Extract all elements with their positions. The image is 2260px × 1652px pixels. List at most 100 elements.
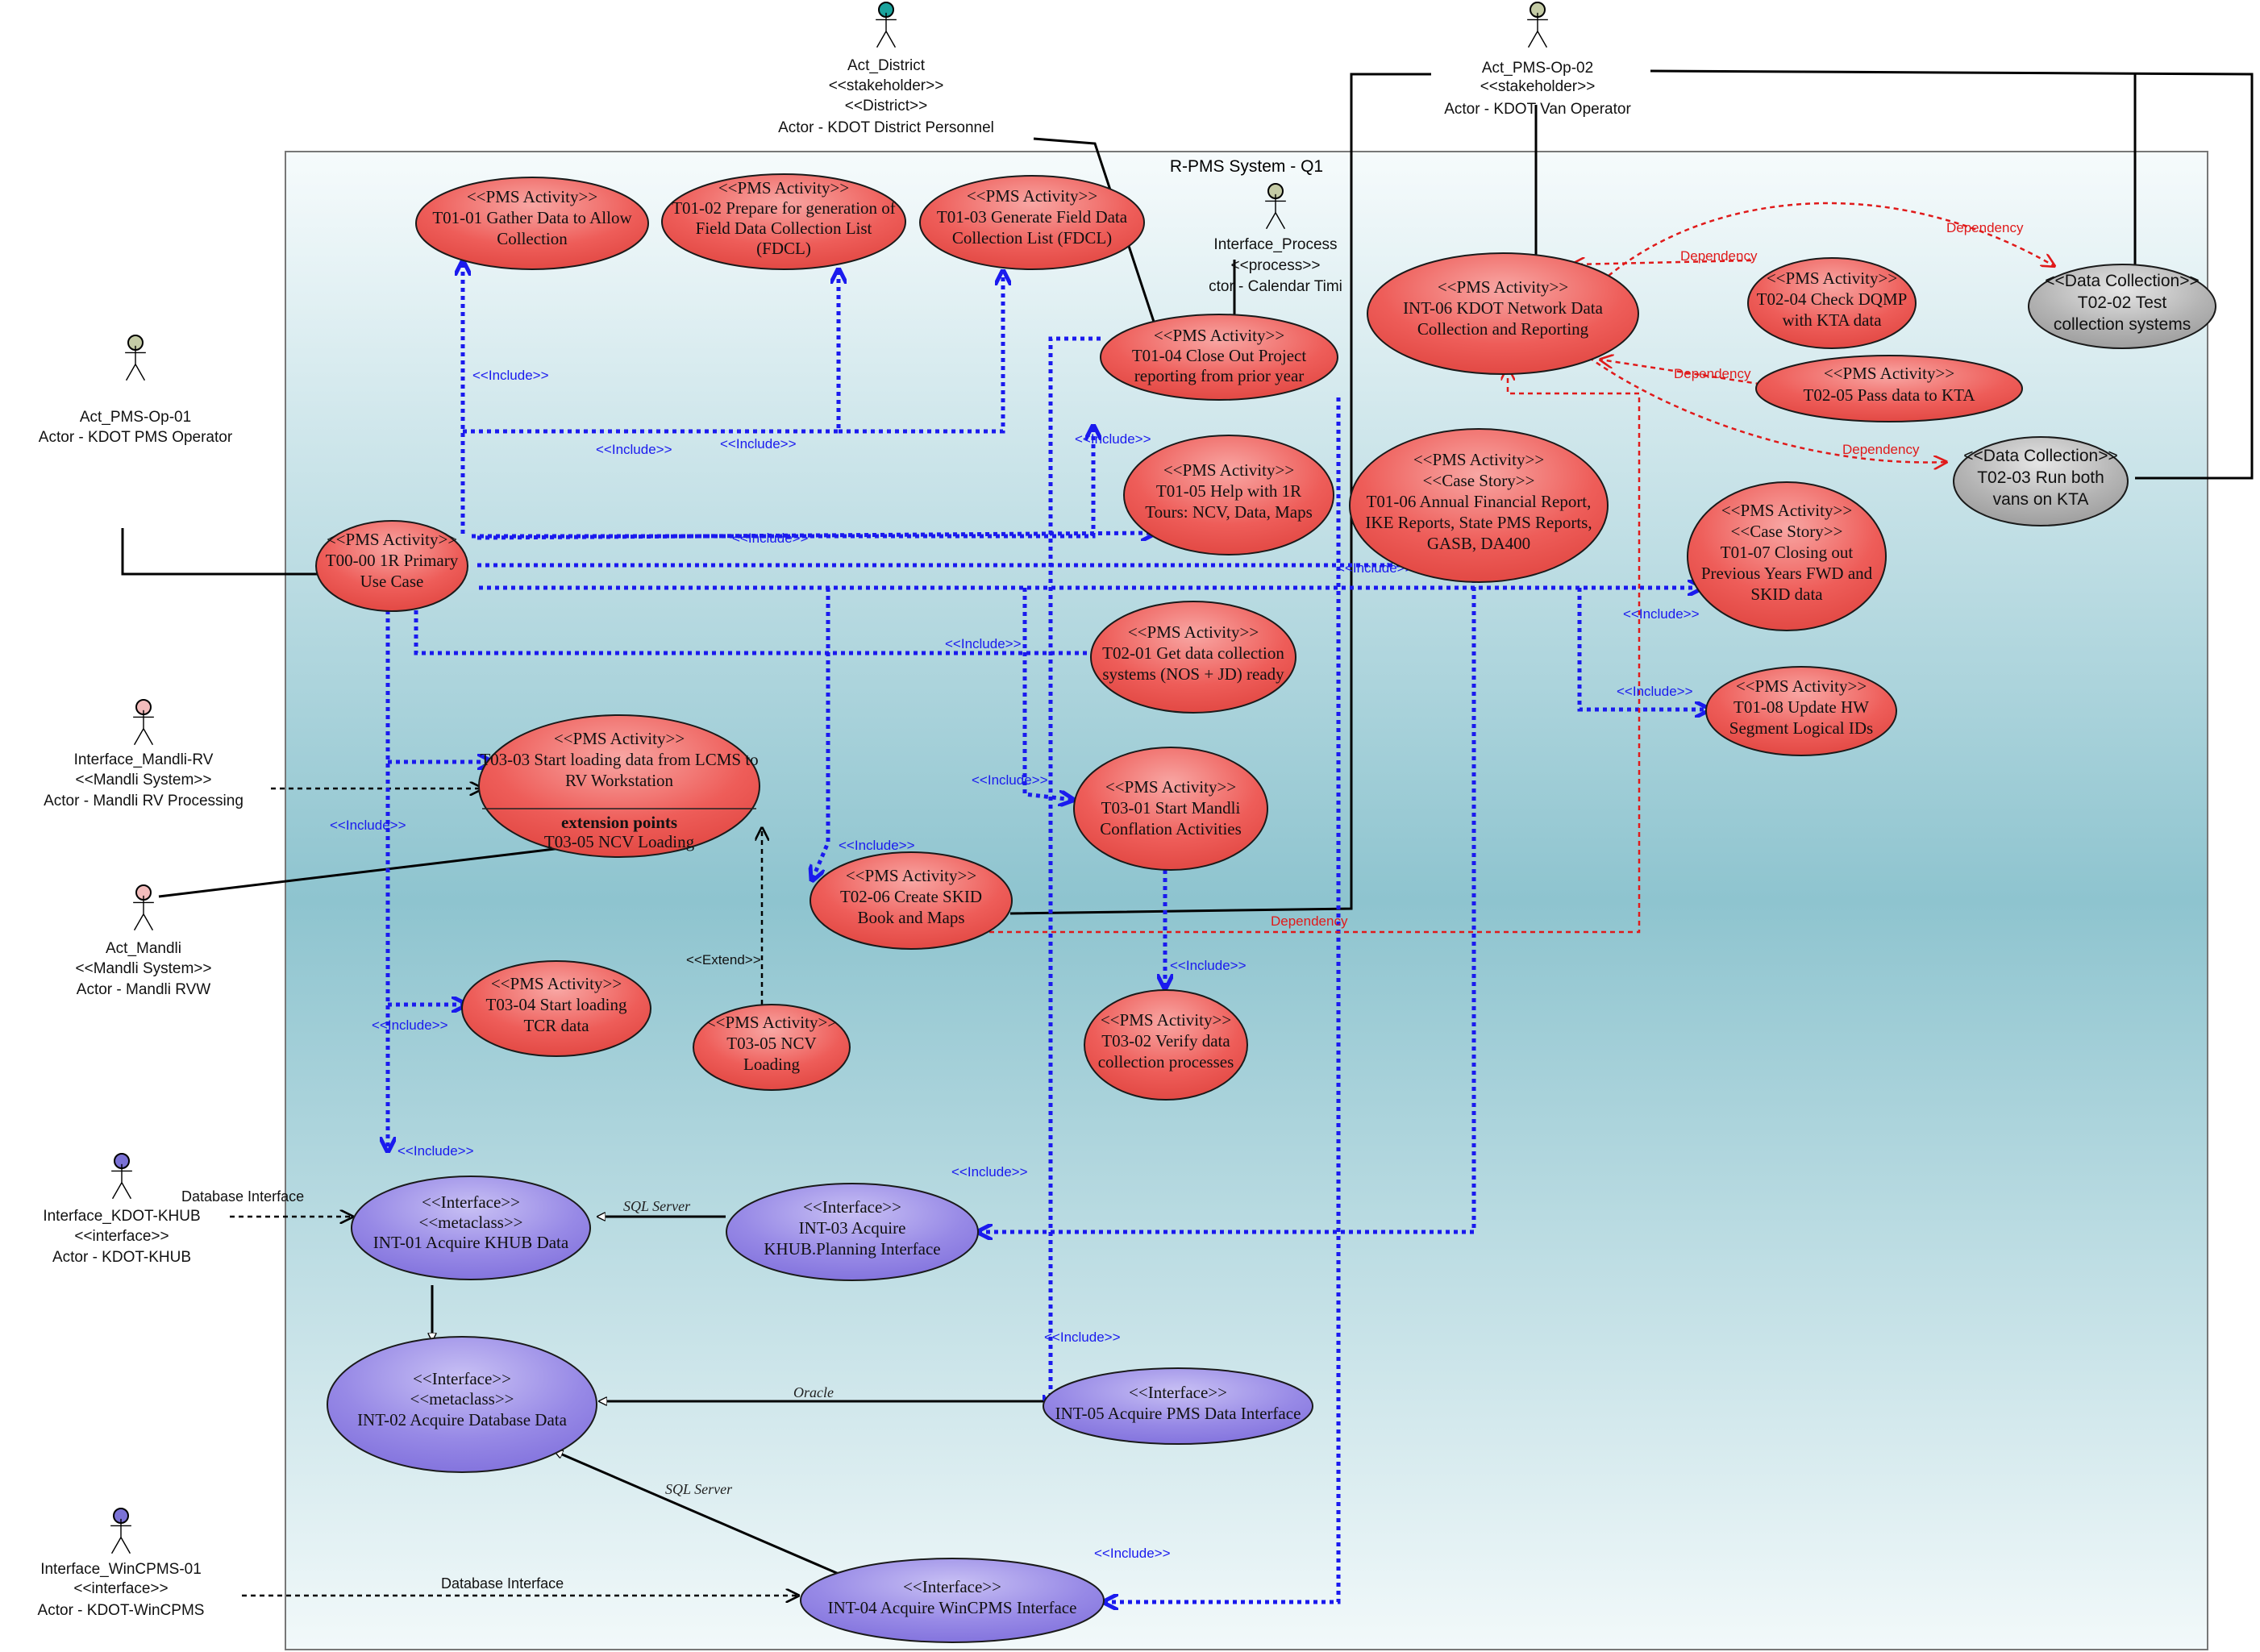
actor-act-mandli[interactable]: Act_Mandli <<Mandli System>> Actor - Man…	[76, 884, 212, 998]
svg-text:Actor - KDOT Van Operator: Actor - KDOT Van Operator	[1444, 101, 1631, 118]
usecase-t01-02[interactable]: <<PMS Activity>> T01-02 Prepare for gene…	[661, 173, 906, 270]
usecase-t01-07[interactable]: <<PMS Activity>> <<Case Story>> T01-07 C…	[1687, 481, 1887, 631]
svg-text:<<PMS Activity>>: <<PMS Activity>>	[1824, 364, 1954, 383]
interface-int-04[interactable]: <<Interface>> INT-04 Acquire WinCPMS Int…	[800, 1558, 1105, 1643]
usecase-t02-03[interactable]: <<Data Collection>> T02-03 Run both vans…	[1953, 436, 2129, 526]
svg-text:T03-04 Start loading: T03-04 Start loading	[486, 995, 627, 1014]
svg-text:Actor - Mandli RV Processing: Actor - Mandli RV Processing	[44, 793, 243, 809]
actor-interface-mandli-rv[interactable]: Interface_Mandli-RV <<Mandli System>> Ac…	[44, 699, 243, 809]
include-label: <<Include>>	[397, 1143, 474, 1159]
svg-text:<<metaclass>>: <<metaclass>>	[410, 1389, 514, 1409]
svg-text:<<PMS Activity>>: <<PMS Activity>>	[1163, 460, 1294, 480]
svg-text:SKID data: SKID data	[1750, 585, 1823, 604]
svg-text:<<PMS Activity>>: <<PMS Activity>>	[1105, 777, 1236, 797]
usecase-t02-01[interactable]: <<PMS Activity>> T02-01 Get data collect…	[1090, 601, 1296, 714]
interface-int-05[interactable]: <<Interface>> INT-05 Acquire PMS Data In…	[1043, 1367, 1313, 1445]
actor-act-pms-op-02[interactable]: Act_PMS-Op-02 <<stakeholder>> Actor - KD…	[1444, 2, 1631, 118]
dependency-relations	[980, 202, 2054, 934]
actor-act-district[interactable]: Act_District <<stakeholder>> <<District>…	[778, 2, 994, 136]
svg-text:<<PMS Activity>>: <<PMS Activity>>	[554, 729, 685, 748]
interface-int-02[interactable]: <<Interface>> <<metaclass>> INT-02 Acqui…	[327, 1336, 597, 1473]
usecase-t01-05[interactable]: <<PMS Activity>> T01-05 Help with 1R Tou…	[1123, 435, 1334, 556]
svg-text:<<interface>>: <<interface>>	[73, 1580, 168, 1597]
usecase-t01-04[interactable]: <<PMS Activity>> T01-04 Close Out Projec…	[1100, 314, 1338, 401]
include-label: <<Include>>	[1170, 958, 1247, 973]
usecase-t02-06[interactable]: <<PMS Activity>> T02-06 Create SKID Book…	[810, 851, 1013, 950]
db-interface-label: Database Interface	[181, 1188, 304, 1205]
include-label: <<Include>>	[1075, 431, 1151, 447]
svg-text:T01-05 Help with 1R: T01-05 Help with 1R	[1156, 481, 1301, 501]
dependency-label: Dependency	[1842, 442, 1920, 457]
actor-icon	[110, 1517, 132, 1554]
include-label: <<Include>>	[596, 442, 672, 457]
usecase-t00-00[interactable]: <<PMS Activity>> T00-00 1R Primary Use C…	[315, 520, 468, 612]
usecase-t03-01[interactable]: <<PMS Activity>> T03-01 Start Mandli Con…	[1073, 747, 1268, 871]
svg-text:<<stakeholder>>: <<stakeholder>>	[1480, 78, 1596, 95]
usecase-t03-02[interactable]: <<PMS Activity>> T03-02 Verify data coll…	[1084, 989, 1248, 1101]
svg-text:Conflation Activities: Conflation Activities	[1100, 819, 1242, 838]
usecase-t01-03[interactable]: <<PMS Activity>> T01-03 Generate Field D…	[919, 175, 1145, 270]
dependency-label: Dependency	[1680, 248, 1758, 264]
svg-text:INT-02 Acquire Database Data: INT-02 Acquire Database Data	[357, 1410, 568, 1429]
svg-text:<<PMS Activity>>: <<PMS Activity>>	[1154, 326, 1284, 345]
usecase-t03-04[interactable]: <<PMS Activity>> T03-04 Start loading TC…	[461, 960, 651, 1057]
svg-text:RV Workstation: RV Workstation	[565, 771, 674, 790]
usecase-t03-03[interactable]: <<PMS Activity>> T03-03 Start loading da…	[478, 714, 760, 858]
usecase-t01-01[interactable]: <<PMS Activity>> T01-01 Gather Data to A…	[415, 177, 649, 270]
svg-text:<<Interface>>: <<Interface>>	[903, 1577, 1001, 1596]
svg-text:<<Mandli System>>: <<Mandli System>>	[76, 772, 212, 789]
usecase-t02-02[interactable]: <<Data Collection>> T02-02 Test collecti…	[2028, 264, 2216, 349]
include-label: <<Include>>	[472, 368, 549, 383]
dependency-label: Dependency	[1946, 220, 2024, 235]
interface-int-01[interactable]: <<Interface>> <<metaclass>> INT-01 Acqui…	[351, 1176, 591, 1280]
svg-text:IKE Reports, State PMS Reports: IKE Reports, State PMS Reports,	[1365, 513, 1592, 532]
usecase-t03-05[interactable]: <<PMS Activity>> T03-05 NCV Loading	[693, 1004, 851, 1091]
actor-interface-kdot-khub[interactable]: Interface_KDOT-KHUB <<interface>> Actor …	[43, 1153, 201, 1266]
usecase-t01-08[interactable]: <<PMS Activity>> T01-08 Update HW Segmen…	[1705, 666, 1897, 756]
actor-interface-process[interactable]: Interface_Process <<process>> ctor - Cal…	[1209, 183, 1342, 295]
include-label: <<Include>>	[330, 818, 406, 833]
usecase-t01-06[interactable]: <<PMS Activity>> <<Case Story>> T01-06 A…	[1349, 428, 1609, 583]
svg-text:<<interface>>: <<interface>>	[74, 1228, 169, 1245]
svg-text:<<PMS Activity>>: <<PMS Activity>>	[1736, 676, 1867, 696]
svg-text:<<metaclass>>: <<metaclass>>	[418, 1213, 522, 1232]
svg-text:reporting from prior year: reporting from prior year	[1134, 366, 1305, 385]
svg-text:<<PMS Activity>>: <<PMS Activity>>	[846, 866, 976, 885]
svg-text:<<Interface>>: <<Interface>>	[422, 1192, 520, 1212]
include-label: <<Include>>	[720, 436, 797, 451]
svg-text:<<PMS Activity>>: <<PMS Activity>>	[467, 187, 597, 206]
svg-text:INT-06 KDOT Network Data: INT-06 KDOT Network Data	[1403, 298, 1604, 318]
svg-text:Act_PMS-Op-02: Act_PMS-Op-02	[1482, 60, 1593, 77]
oracle-label: Oracle	[793, 1384, 834, 1400]
svg-text:<<Case Story>>: <<Case Story>>	[1731, 522, 1843, 541]
actor-interface-wincpms-01[interactable]: Interface_WinCPMS-01 <<interface>> Actor…	[38, 1508, 205, 1619]
svg-text:INT-01 Acquire KHUB Data: INT-01 Acquire KHUB Data	[373, 1233, 569, 1252]
svg-text:KHUB.Planning Interface: KHUB.Planning Interface	[764, 1239, 940, 1259]
svg-text:<<Interface>>: <<Interface>>	[413, 1369, 511, 1388]
usecase-t02-05[interactable]: <<PMS Activity>> T02-05 Pass data to KTA	[1755, 355, 2023, 422]
svg-text:Use Case: Use Case	[360, 572, 424, 591]
svg-text:<<PMS Activity>>: <<PMS Activity>>	[1101, 1010, 1231, 1030]
svg-text:INT-05 Acquire PMS Data Interf: INT-05 Acquire PMS Data Interface	[1055, 1404, 1301, 1423]
svg-text:Loading: Loading	[743, 1055, 800, 1074]
svg-text:T03-02 Verify data: T03-02 Verify data	[1101, 1031, 1230, 1051]
svg-text:<<Interface>>: <<Interface>>	[803, 1197, 901, 1217]
actor-icon	[1526, 11, 1549, 48]
svg-text:<<Case Story>>: <<Case Story>>	[1423, 471, 1535, 490]
svg-text:<<District>>: <<District>>	[845, 98, 927, 114]
svg-text:TCR data: TCR data	[523, 1016, 589, 1035]
sql-server-label: SQL Server	[623, 1198, 691, 1214]
usecase-int-06[interactable]: <<PMS Activity>> INT-06 KDOT Network Dat…	[1367, 252, 1639, 375]
svg-text:Act_District: Act_District	[847, 57, 926, 74]
actor-icon	[132, 894, 155, 931]
svg-text:<<PMS Activity>>: <<PMS Activity>>	[1767, 268, 1897, 288]
extension-points-heading: extension points	[561, 813, 677, 832]
interface-int-03[interactable]: <<Interface>> INT-03 Acquire KHUB.Planni…	[726, 1183, 979, 1281]
actor-act-pms-op-01[interactable]: Act_PMS-Op-01 Actor - KDOT PMS Operator	[39, 335, 233, 446]
include-label: <<Include>>	[945, 636, 1022, 651]
svg-text:Interface_Mandli-RV: Interface_Mandli-RV	[74, 751, 214, 768]
dependency-label: Dependency	[1271, 913, 1348, 929]
actor-icon	[132, 709, 155, 746]
usecase-t02-04[interactable]: <<PMS Activity>> T02-04 Check DQMP with …	[1747, 257, 1917, 349]
